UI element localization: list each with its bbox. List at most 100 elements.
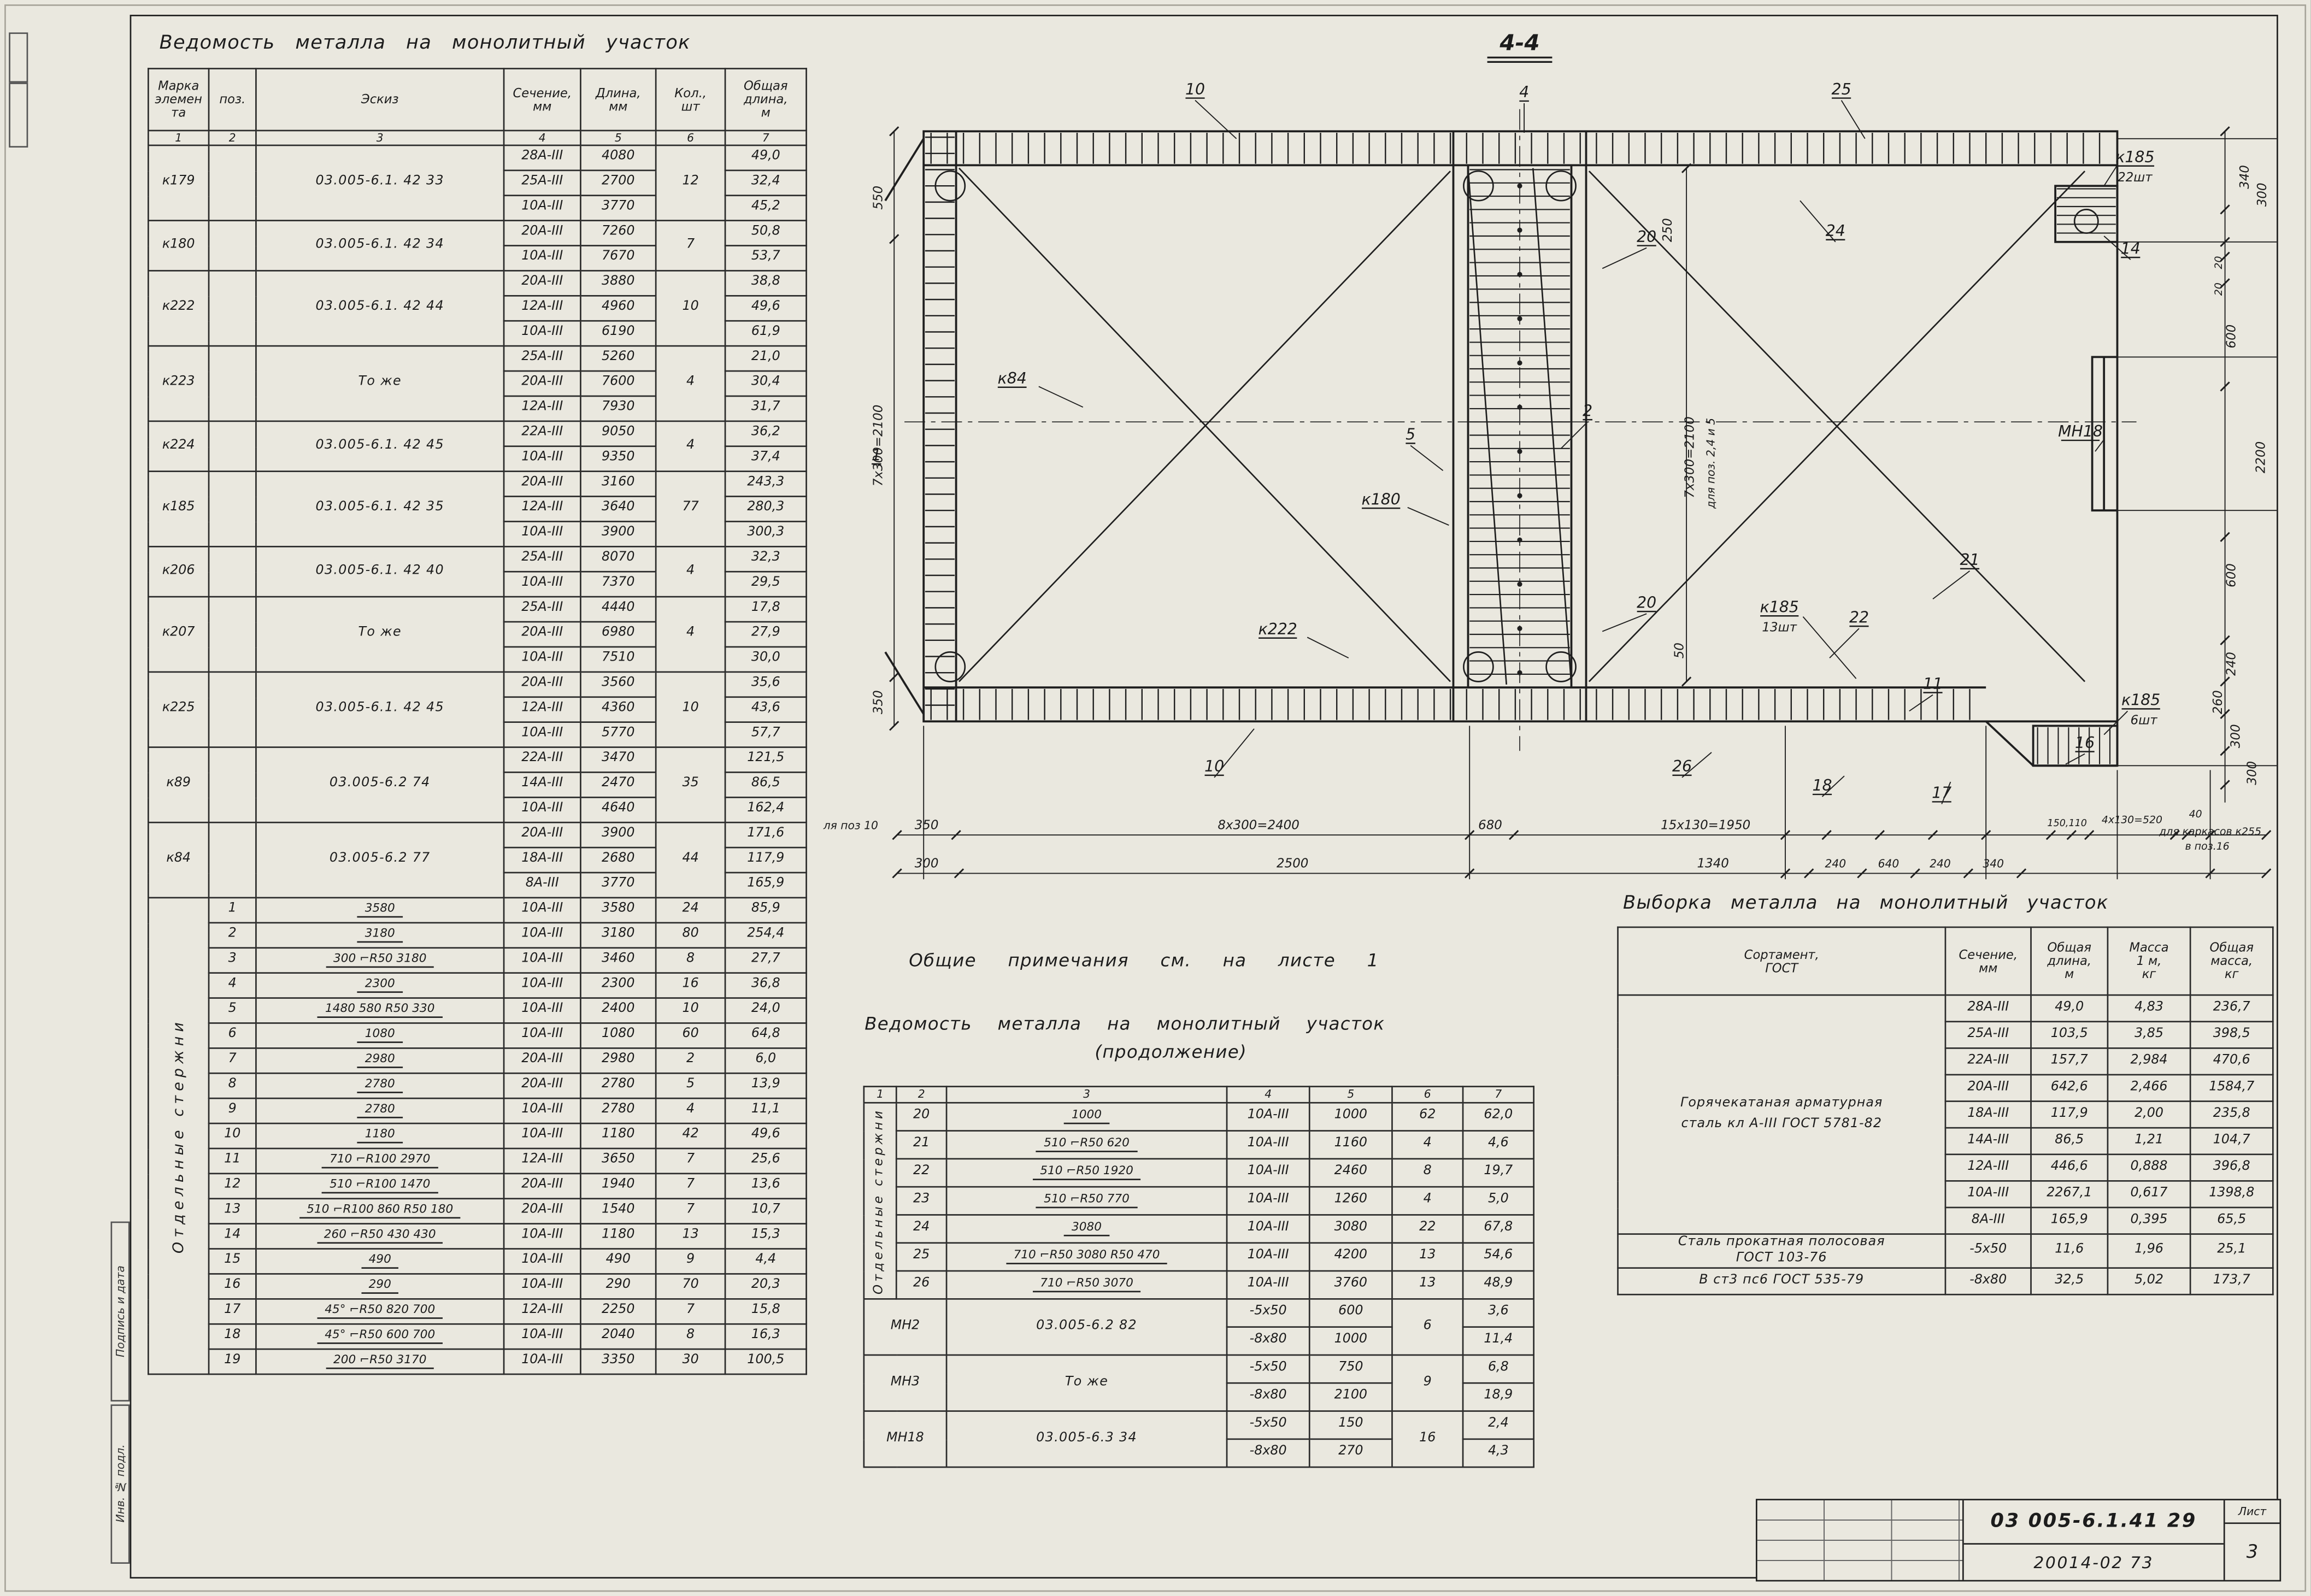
length-cell: 3900	[580, 821, 657, 849]
sheet-label: Лист	[2225, 1500, 2280, 1524]
qty-cell: 7	[655, 220, 726, 272]
sketch-ref-cell: 03.005-6.1. 42 44	[255, 270, 505, 347]
total-cell: 11,1	[724, 1097, 807, 1124]
mass-per-m-cell: 4,83	[2107, 994, 2191, 1023]
total-cell: 49,6	[724, 295, 807, 322]
qty-cell: 7	[655, 1147, 726, 1175]
sketch-ref-cell: То же	[255, 345, 505, 422]
pos-cell	[208, 270, 257, 347]
rod-sketch: 1180	[357, 1127, 403, 1144]
length-cell: 2460	[1308, 1158, 1393, 1188]
mark-cell: МН18	[863, 1410, 948, 1468]
col-header-mark: Марка элемен та	[148, 68, 210, 132]
section-cell: 12А-III	[503, 295, 581, 322]
pos-cell	[208, 596, 257, 673]
sketch-cell: 3080	[945, 1214, 1228, 1244]
length-cell: 1260	[1308, 1186, 1393, 1216]
col-header-section: Сечение, мм	[503, 68, 581, 132]
total-cell: 254,4	[724, 922, 807, 949]
pos-cell	[208, 546, 257, 598]
length-cell: 3560	[580, 671, 657, 698]
sketch-ref-cell: 03.005-6.1. 42 33	[255, 144, 505, 221]
section-cell: 14А-III	[1944, 1127, 2032, 1156]
section-cell: 12А-III	[503, 1298, 581, 1325]
rods-group-label: Отдельные стержни	[170, 1018, 187, 1254]
rods-group-label-cell: Отдельные стержни	[863, 1102, 897, 1300]
pos-cell: 21	[895, 1130, 948, 1160]
section-cell: 10А-III	[503, 1223, 581, 1250]
sketch-cell: 300 ⌐R50 3180	[255, 947, 505, 974]
section-cell: -5x50	[1944, 1233, 2032, 1269]
length-cell: 49,0	[2030, 994, 2109, 1023]
rod-sketch: 3180	[357, 926, 403, 943]
section-cell: 10А-III	[1226, 1242, 1310, 1272]
pos-cell	[208, 220, 257, 272]
rod-sketch: 45° ⌐R50 820 700	[317, 1303, 443, 1320]
total-cell: 57,7	[724, 721, 807, 748]
sketch-cell: 1080	[255, 1022, 505, 1049]
section-cell: 10А-III	[503, 947, 581, 974]
qty-cell: 7	[655, 1298, 726, 1325]
length-cell: 7600	[580, 370, 657, 397]
total-cell: 10,7	[724, 1198, 807, 1225]
total-cell: 32,3	[724, 546, 807, 573]
section-cell: 10А-III	[503, 922, 581, 949]
col-num: 1	[863, 1086, 897, 1104]
pos-cell	[208, 345, 257, 422]
sketch-cell: 260 ⌐R50 430 430	[255, 1223, 505, 1250]
length-cell: 2250	[580, 1298, 657, 1325]
sketch-cell: 2780	[255, 1072, 505, 1099]
section-cell: 22А-III	[1944, 1047, 2032, 1076]
qty-cell: 13	[1391, 1270, 1464, 1300]
total-cell: 67,8	[1462, 1214, 1535, 1244]
total-mass-cell: 104,7	[2189, 1127, 2274, 1156]
sketch-ref-cell: 03.005-6.3 34	[945, 1410, 1228, 1468]
length-cell: 165,9	[2030, 1206, 2109, 1235]
sketch-ref-cell: То же	[945, 1354, 1228, 1412]
pos-cell: 3	[208, 947, 257, 974]
section-cell: 28А-III	[503, 144, 581, 172]
sketch-ref-cell: 03.005-6.1. 42 45	[255, 671, 505, 748]
section-cell: 28А-III	[1944, 994, 2032, 1023]
section-cell: 18А-III	[503, 846, 581, 874]
length-cell: 9050	[580, 420, 657, 447]
rod-sketch: 300 ⌐R50 3180	[326, 951, 434, 968]
rod-sketch: 2780	[357, 1077, 403, 1094]
col-header-length: Длина, мм	[580, 68, 657, 132]
total-cell: 13,9	[724, 1072, 807, 1099]
total-cell: 30,0	[724, 646, 807, 673]
pos-cell: 8	[208, 1072, 257, 1099]
section-cell: 14А-III	[503, 772, 581, 798]
sketch-cell: 290	[255, 1273, 505, 1300]
rod-sketch: 510 ⌐R50 620	[1036, 1136, 1137, 1153]
total-cell: 53,7	[724, 245, 807, 272]
section-cell: 10А-III	[503, 1022, 581, 1049]
qty-cell: 4	[655, 345, 726, 422]
qty-cell: 7	[655, 1173, 726, 1200]
section-cell: 10А-III	[503, 721, 581, 748]
selection-table-title: Выборка металла на монолитный участок	[1623, 891, 2109, 914]
length-cell: 3900	[580, 521, 657, 547]
qty-cell: 60	[655, 1022, 726, 1049]
total-cell: 13,6	[724, 1173, 807, 1200]
section-cell: 12А-III	[503, 1147, 581, 1175]
total-cell: 27,9	[724, 621, 807, 648]
pos-cell: 12	[208, 1173, 257, 1200]
section-cell: 10А-III	[503, 1273, 581, 1300]
total-mass-cell: 1398,8	[2189, 1180, 2274, 1209]
section-cell: 10А-III	[503, 796, 581, 823]
